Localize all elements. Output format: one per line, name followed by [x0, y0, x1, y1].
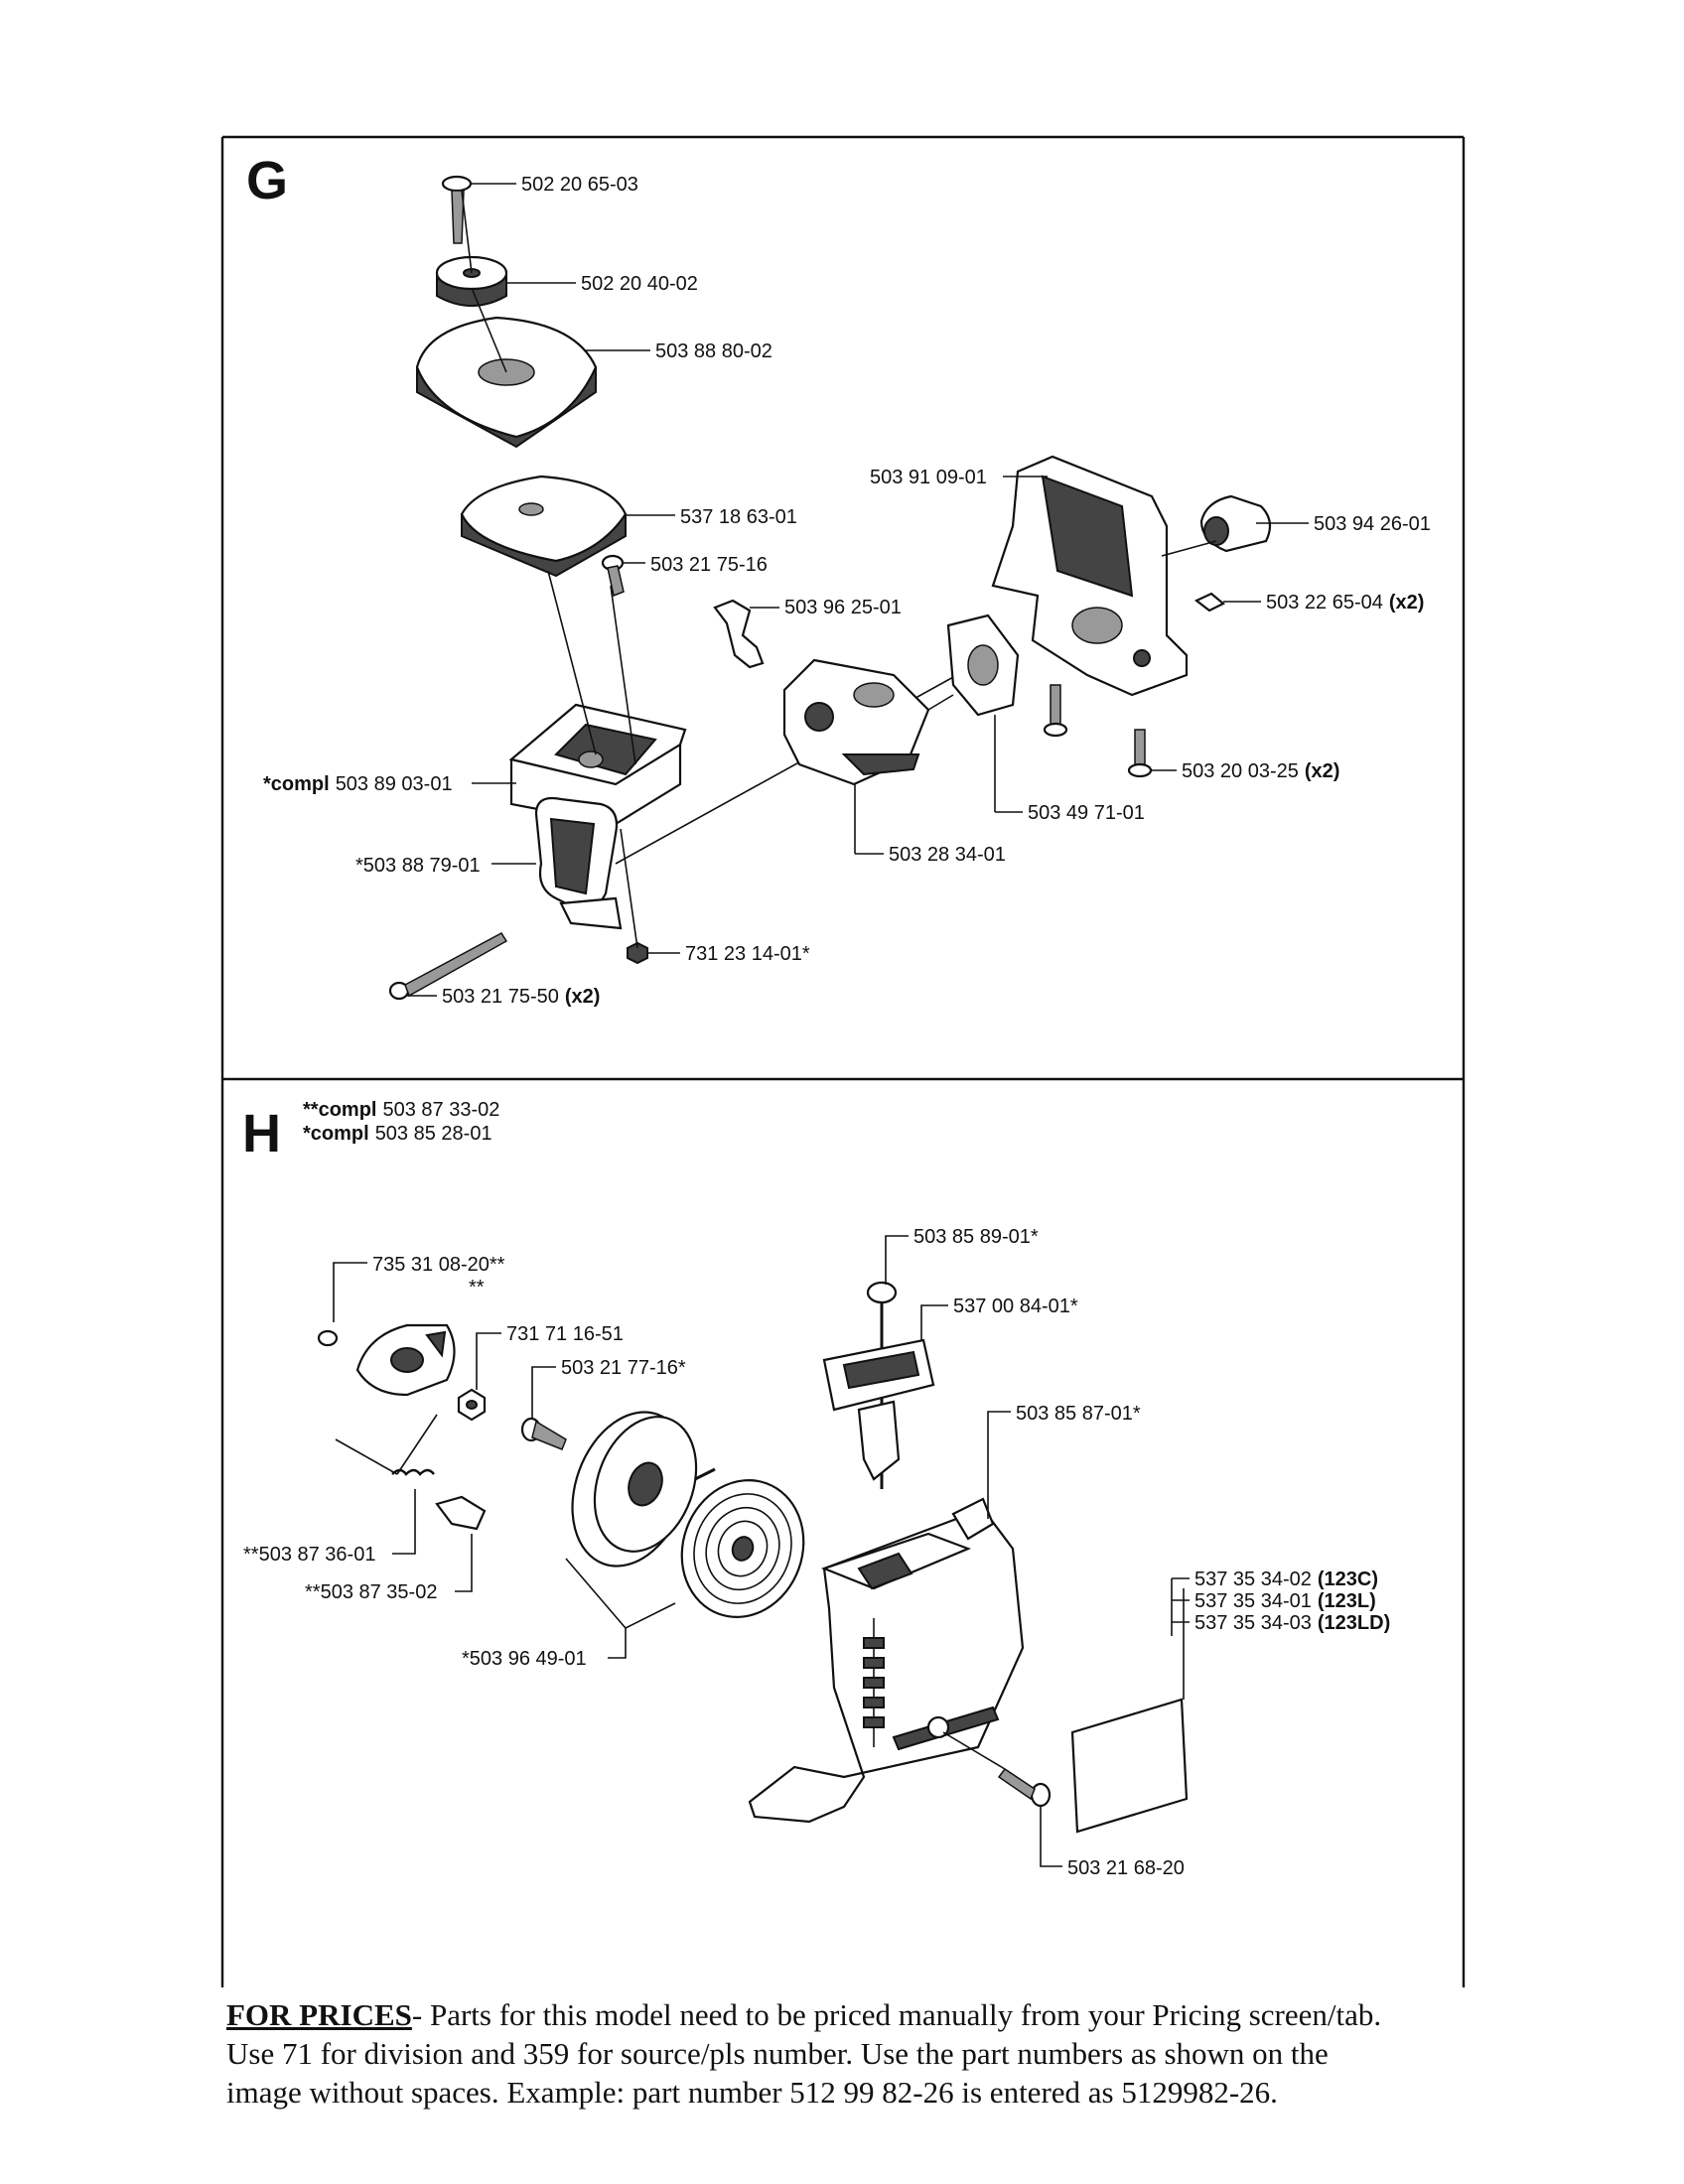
- g-screw-top: [441, 175, 516, 244]
- h-decal-number-2: 537 35 34-01: [1194, 1590, 1312, 1612]
- h-note2-prefix: *compl: [303, 1123, 369, 1145]
- g-label-503-88-79-01: *503 88 79-01: [355, 855, 481, 877]
- g-gasket: [946, 614, 1023, 813]
- h-label-503-87-36-01: **503 87 36-01: [243, 1544, 375, 1566]
- g-label-503-21-75-50: 503 21 75-50 (x2): [442, 986, 600, 1008]
- h-note1-number: 503 87 33-02: [382, 1099, 499, 1121]
- h-starter-housing: [748, 1411, 1025, 1824]
- footer-line-3: image without spaces. Example: part numb…: [226, 2075, 1278, 2110]
- diagram-frame: [220, 135, 1466, 1987]
- h-leader-503-96-49-01: [608, 1628, 627, 1659]
- footer-line-2: Use 71 for division and 359 for source/p…: [226, 2036, 1329, 2071]
- g-bolts-number: 503 20 03-25: [1182, 760, 1299, 782]
- h-decal-number-1: 537 35 34-02: [1194, 1569, 1312, 1590]
- h-bracket-pulley-spring: [565, 1558, 676, 1629]
- h-label-503-85-87-01: 503 85 87-01*: [1016, 1403, 1141, 1425]
- g-knob: [435, 255, 576, 307]
- h-pawl-plate: [355, 1323, 456, 1397]
- h-label-537-35-34-01: 537 35 34-01 (123L): [1194, 1590, 1376, 1612]
- g-choke-link: [713, 599, 779, 669]
- h-clip: [317, 1262, 367, 1347]
- g-washer-qty: (x2): [1389, 592, 1425, 614]
- h-label-double-star: **: [469, 1277, 485, 1298]
- g-bolts-qty: (x2): [1305, 760, 1340, 782]
- h-decal-number-3: 537 35 34-03: [1194, 1612, 1312, 1634]
- h-note-compl-1: **compl 503 87 33-02: [303, 1099, 499, 1121]
- g-screw-small: [601, 554, 645, 598]
- g-label-503-28-34-01: 503 28 34-01: [889, 844, 1006, 866]
- g-label-503-49-71-01: 503 49 71-01: [1028, 802, 1145, 824]
- h-label-537-35-34-02: 537 35 34-02 (123C): [1194, 1569, 1378, 1590]
- h-label-503-87-35-02: **503 87 35-02: [305, 1581, 437, 1603]
- h-pawl-spring: [335, 1414, 487, 1531]
- h-leader-503-87-36-01: [392, 1489, 416, 1555]
- h-decal-model-2: (123L): [1318, 1590, 1376, 1612]
- section-h-letter: H: [242, 1104, 281, 1163]
- h-nut: [457, 1332, 501, 1422]
- g-compl-prefix: *compl: [263, 773, 330, 795]
- g-air-filter: [460, 475, 675, 578]
- h-label-503-21-68-20: 503 21 68-20: [1067, 1857, 1185, 1879]
- g-label-503-94-26-01: 503 94 26-01: [1314, 513, 1431, 535]
- h-pulley: [571, 1411, 698, 1568]
- g-bolts: [1043, 684, 1177, 778]
- h-label-731-71-16-51: 731 71 16-51: [506, 1323, 624, 1345]
- g-washer-number: 503 22 65-04: [1266, 592, 1383, 614]
- h-note1-prefix: **compl: [303, 1099, 376, 1121]
- g-label-502-20-65-03: 502 20 65-03: [521, 174, 638, 196]
- pricing-footer: FOR PRICES- Parts for this model need to…: [226, 1995, 1517, 2112]
- g-air-filter-cover: [415, 316, 650, 449]
- section-g-letter: G: [246, 151, 288, 210]
- h-note-compl-2: *compl 503 85 28-01: [303, 1123, 492, 1145]
- g-label-503-91-09-01: 503 91 09-01: [870, 467, 987, 488]
- h-label-537-35-34-03: 537 35 34-03 (123LD): [1194, 1612, 1390, 1634]
- g-filter-housing: [472, 703, 687, 826]
- g-compl-number: 503 89 03-01: [336, 773, 453, 795]
- g-label-502-20-40-02: 502 20 40-02: [581, 273, 698, 295]
- g-label-503-22-65-04: 503 22 65-04 (x2): [1266, 592, 1424, 614]
- h-label-537-00-84-01: 537 00 84-01*: [953, 1296, 1078, 1317]
- h-label-503-96-49-01: *503 96 49-01: [462, 1648, 587, 1670]
- h-label-735-31-08-20: 735 31 08-20**: [372, 1254, 505, 1276]
- h-screw: [520, 1366, 567, 1450]
- g-carburetor: [782, 658, 930, 855]
- g-long-bolt: [388, 932, 508, 1001]
- g-label-537-18-63-01: 537 18 63-01: [680, 506, 797, 528]
- g-choke-lever: [491, 796, 623, 930]
- h-leader-503-87-35-02: [455, 1534, 473, 1592]
- g-long-bolt-qty: (x2): [565, 986, 601, 1008]
- h-decal-model-1: (123C): [1318, 1569, 1378, 1590]
- h-housing-screw: [942, 1731, 1062, 1867]
- g-label-731-23-14-01: 731 23 14-01*: [685, 943, 810, 965]
- h-decal-model-3: (123LD): [1318, 1612, 1390, 1634]
- g-label-compl-503-89-03-01: *compl 503 89 03-01: [263, 773, 453, 795]
- g-long-bolt-number: 503 21 75-50: [442, 986, 559, 1008]
- g-label-503-96-25-01: 503 96 25-01: [784, 597, 902, 618]
- footer-line-1: FOR PRICES- Parts for this model need to…: [226, 1995, 1517, 2034]
- g-cap: [1161, 494, 1309, 557]
- g-label-503-88-80-02: 503 88 80-02: [655, 341, 772, 362]
- for-prices-heading: FOR PRICES: [226, 1997, 412, 2032]
- g-washer: [1193, 592, 1261, 613]
- g-label-503-20-03-25: 503 20 03-25 (x2): [1182, 760, 1339, 782]
- h-label-503-85-89-01: 503 85 89-01*: [913, 1226, 1039, 1248]
- h-starter-handle: [822, 1304, 948, 1481]
- g-label-503-21-75-16: 503 21 75-16: [650, 554, 768, 576]
- g-nut: [627, 941, 680, 965]
- g-intake-bracket: [991, 455, 1189, 697]
- h-note2-number: 503 85 28-01: [375, 1123, 492, 1145]
- h-label-503-21-77-16: 503 21 77-16*: [561, 1357, 686, 1379]
- g-carb-to-gasket-line: [927, 694, 954, 711]
- h-recoil-spring: [680, 1467, 805, 1619]
- h-decal: [1070, 1577, 1190, 1834]
- footer-line-1-text: - Parts for this model need to be priced…: [411, 1997, 1382, 2032]
